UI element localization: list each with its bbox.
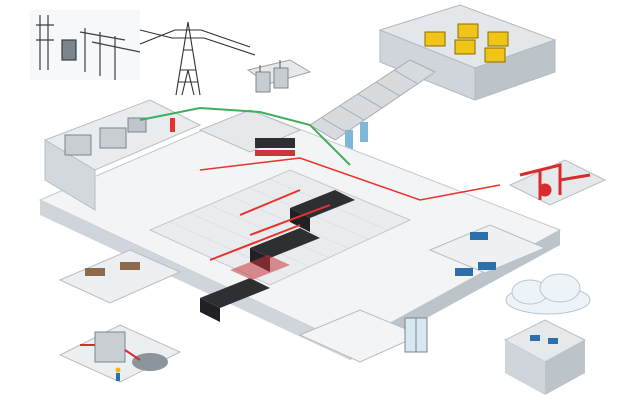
chiller-plant [58,324,182,383]
lobby [298,309,428,363]
fire-suppression [508,159,607,206]
offices [58,249,182,304]
server-hall [148,169,412,322]
distribution-line [199,157,501,201]
fire-extinguisher-icon [519,163,591,200]
battery-icon [255,138,295,156]
power-feed-line [139,106,351,166]
transformer-icon [246,59,312,93]
switchgear-icon [64,117,147,156]
chiller-icon [80,331,168,371]
cooling-icon [345,122,368,150]
power-tower-icon [139,21,256,96]
generator-icon [424,23,509,63]
electrical-room [43,99,202,211]
noc-room [428,224,547,276]
monitor-icon [455,232,496,276]
door-icon [404,317,428,353]
cooling-corridor [309,59,436,150]
server-rack-icon [200,190,355,322]
technician-icon [115,367,121,381]
desk-icon [85,262,140,276]
generator-room [378,4,557,101]
ups-room [198,109,302,156]
cloud-icon [505,273,591,315]
remote-cloud-noc [503,273,591,395]
power-substation-icon [30,10,141,80]
